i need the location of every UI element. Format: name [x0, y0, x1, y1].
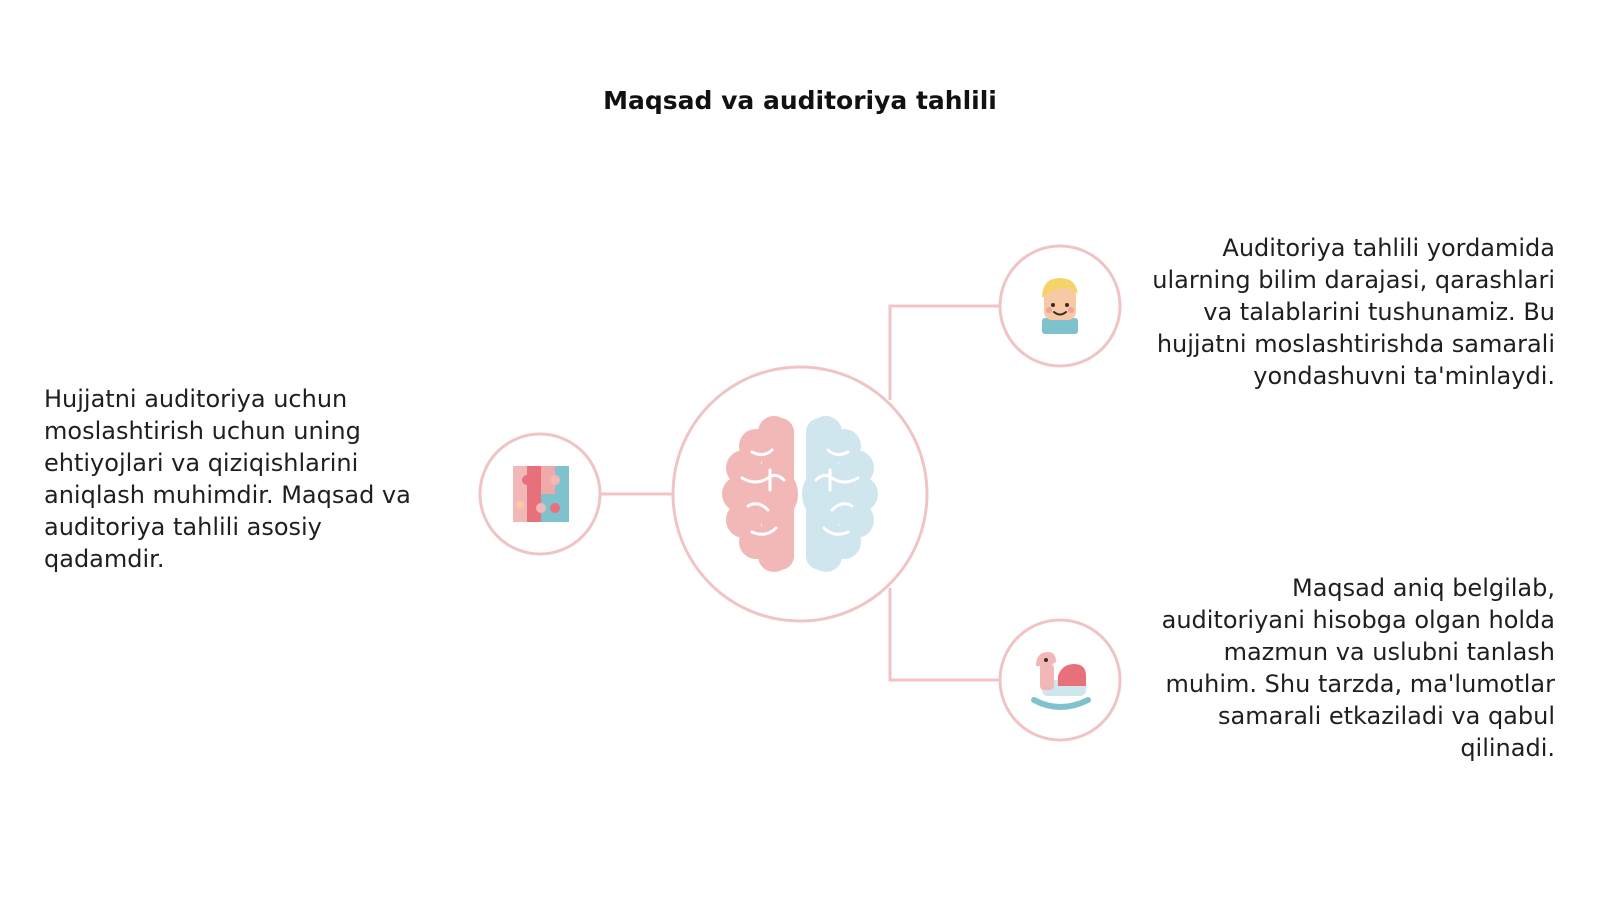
bottom-right-description: Maqsad aniq belgilab, auditoriyani hisob…: [1161, 574, 1555, 762]
connector-top-right: [888, 304, 1000, 400]
connector-bottom-right: [888, 588, 1000, 682]
top-right-description: Auditoriya tahlili yordamida ularning bi…: [1152, 234, 1555, 390]
left-description: Hujjatni auditoriya uchun moslashtirish …: [44, 385, 411, 573]
rocking-horse-icon: [1031, 652, 1091, 710]
left-node: [478, 432, 602, 556]
top-right-node: [998, 244, 1122, 368]
connectors: [601, 304, 1000, 682]
bottom-right-node: [998, 618, 1122, 742]
person-icon: [1042, 278, 1078, 334]
center-node: [671, 365, 929, 623]
brain-icon: [722, 416, 878, 572]
page-title: Maqsad va auditoriya tahlili: [603, 86, 997, 115]
puzzle-icon: [513, 466, 569, 522]
